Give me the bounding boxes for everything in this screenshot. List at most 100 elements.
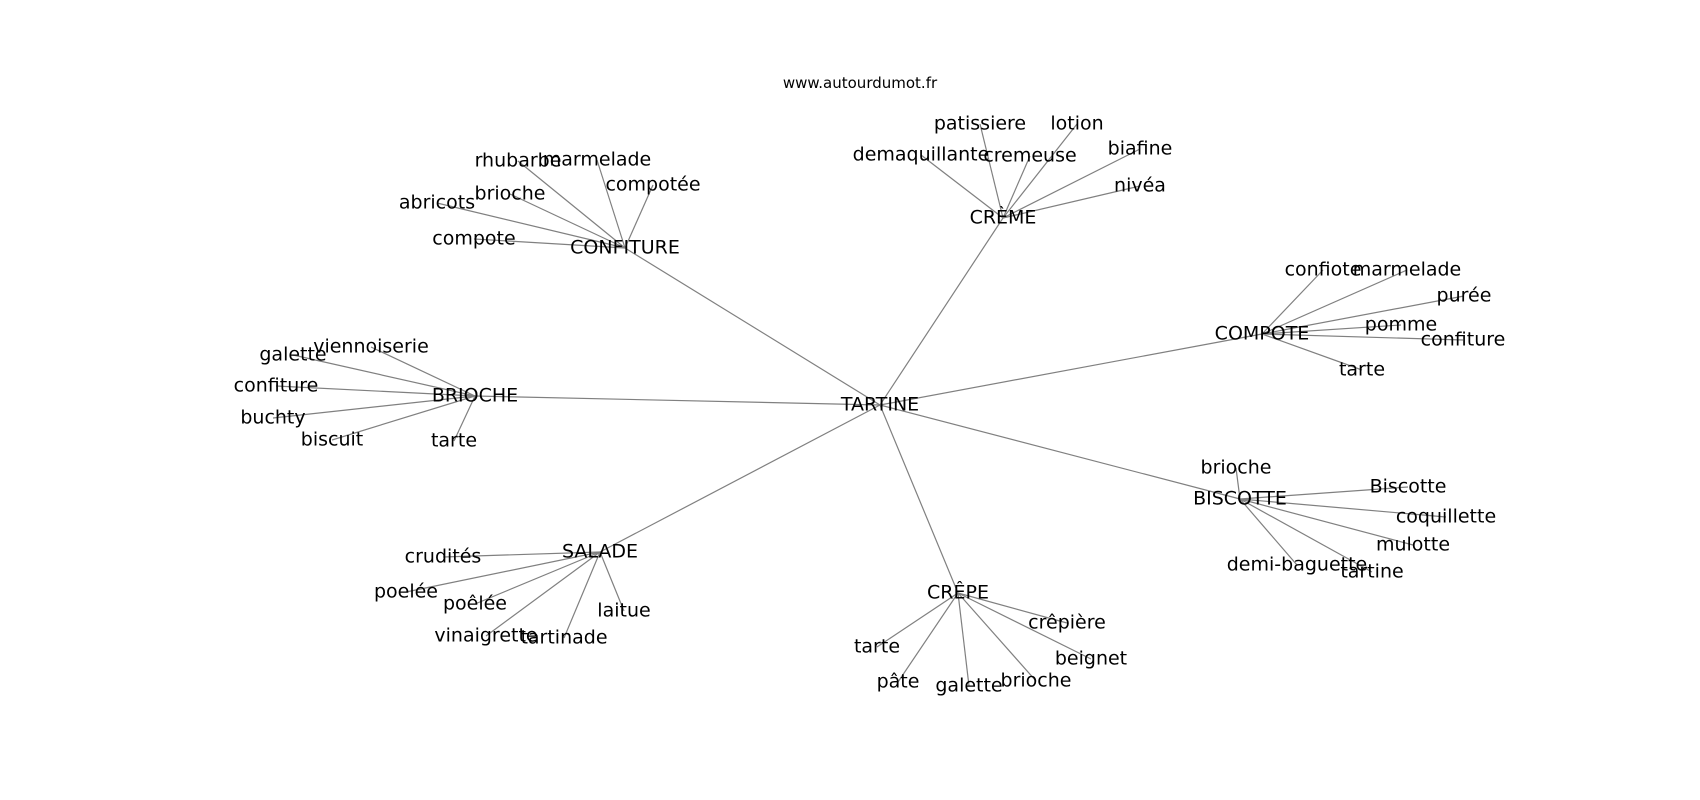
hub-word-edge [1002, 123, 1078, 219]
hub-word-edge [1239, 498, 1373, 573]
hub-word-edge [1239, 486, 1409, 500]
word-node-label: galette [935, 675, 1002, 697]
word-node-label: compote [432, 228, 515, 250]
hub-word-edge [509, 193, 626, 249]
word-node-label: tartine [1340, 561, 1403, 583]
center-hub-edge [879, 404, 959, 594]
hub-word-edge [563, 551, 601, 639]
hub-node-label: COMPOTE [1215, 323, 1310, 345]
hub-word-edge [1239, 498, 1447, 518]
word-node-label: brioche [475, 183, 546, 205]
center-node-label: TARTINE [840, 394, 919, 416]
word-node-label: confiote [1285, 259, 1362, 281]
hub-word-edge [624, 184, 654, 249]
hub-node-label: CRÊPE [927, 581, 989, 604]
hub-word-edge [436, 202, 626, 249]
hub-word-edge [1239, 498, 1414, 546]
hub-word-edge [1002, 148, 1141, 219]
word-node-label: tartinade [520, 627, 607, 649]
hub-word-edge [474, 551, 601, 605]
hub-node-label: CONFITURE [570, 237, 680, 259]
word-node-label: nivéa [1114, 175, 1166, 197]
hub-word-edge [876, 592, 959, 648]
hub-word-edge [1002, 185, 1141, 219]
hub-word-edge [596, 159, 626, 249]
hub-word-edge [272, 395, 476, 419]
hub-word-edge [599, 551, 625, 612]
labels-layer: TARTINECONFITURErhubarbemarmeladecompoté… [234, 113, 1506, 697]
word-node-label: Biscotte [1370, 476, 1447, 498]
hub-word-edge [405, 551, 601, 593]
hub-word-edge [957, 592, 1037, 682]
word-node-label: lotion [1050, 113, 1103, 135]
word-node-label: confiture [1421, 329, 1506, 351]
hub-word-edge [1261, 269, 1324, 335]
word-node-label: patissiere [934, 113, 1026, 135]
hub-word-edge [331, 395, 476, 441]
hub-word-edge [1235, 467, 1241, 500]
hub-word-edge [1239, 498, 1298, 566]
center-hub-edge [474, 395, 881, 406]
word-node-label: laitue [597, 600, 650, 622]
source-watermark: www.autourdumot.fr [783, 74, 938, 92]
word-node-label: marmelade [543, 149, 652, 171]
word-node-label: poêlée [443, 593, 507, 615]
hub-word-edge [1002, 155, 1031, 219]
word-node-label: pâte [877, 671, 920, 693]
hub-word-edge [957, 592, 970, 687]
hub-word-edge [1261, 324, 1402, 335]
word-node-label: buchty [240, 407, 305, 429]
word-node-label: coquillette [1396, 506, 1496, 528]
word-node-label: demaquillante [853, 144, 990, 166]
center-hub-edge [879, 404, 1241, 500]
word-node-label: confiture [234, 375, 319, 397]
hub-word-edge [517, 160, 626, 249]
word-node-label: pomme [1365, 314, 1437, 336]
word-node-label: rhubarbe [475, 150, 562, 172]
word-node-label: abricots [399, 192, 475, 214]
word-node-label: compotée [605, 174, 700, 196]
hub-node-label: BRIOCHE [432, 385, 518, 407]
word-node-label: viennoiserie [313, 336, 429, 358]
hub-word-edge [1261, 269, 1408, 335]
word-node-label: brioche [1201, 457, 1272, 479]
hub-node-label: SALADE [562, 541, 638, 563]
hub-word-edge [473, 238, 626, 249]
hub-word-edge [275, 385, 476, 397]
hub-node-label: BISCOTTE [1193, 488, 1287, 510]
hub-node-label: CRÈME [970, 206, 1037, 229]
word-node-label: mulotte [1376, 534, 1450, 556]
word-node-label: purée [1437, 285, 1492, 307]
word-node-label: marmelade [1353, 259, 1462, 281]
word-node-label: poelée [374, 581, 438, 603]
hub-word-edge [897, 592, 959, 683]
center-hub-edge [879, 333, 1263, 406]
word-node-label: vinaigrette [434, 625, 537, 647]
center-hub-edge [624, 247, 881, 406]
word-node-label: tarte [1339, 359, 1385, 381]
word-node-label: tarte [854, 636, 900, 658]
word-node-label: demi-baguette [1227, 554, 1367, 576]
center-hub-edge [879, 217, 1004, 406]
hub-word-edge [442, 551, 601, 558]
word-node-label: crudités [405, 546, 482, 568]
hub-word-edge [1261, 333, 1363, 371]
word-node-label: beignet [1055, 648, 1127, 670]
hub-word-edge [453, 395, 476, 442]
word-node-label: brioche [1001, 670, 1072, 692]
hub-word-edge [292, 354, 476, 397]
hub-word-edge [1261, 333, 1464, 341]
hub-word-edge [370, 346, 476, 397]
word-node-label: biafine [1108, 138, 1173, 160]
edges-layer [272, 123, 1465, 687]
hub-word-edge [957, 592, 1092, 660]
word-node-label: crêpière [1028, 612, 1106, 634]
hub-word-edge [485, 551, 601, 637]
word-node-label: biscuit [301, 429, 363, 451]
hub-word-edge [1261, 295, 1465, 335]
hub-word-edge [920, 154, 1004, 219]
word-node-label: cremeuse [983, 145, 1076, 167]
center-hub-edge [599, 404, 881, 553]
word-node-label: galette [259, 344, 326, 366]
